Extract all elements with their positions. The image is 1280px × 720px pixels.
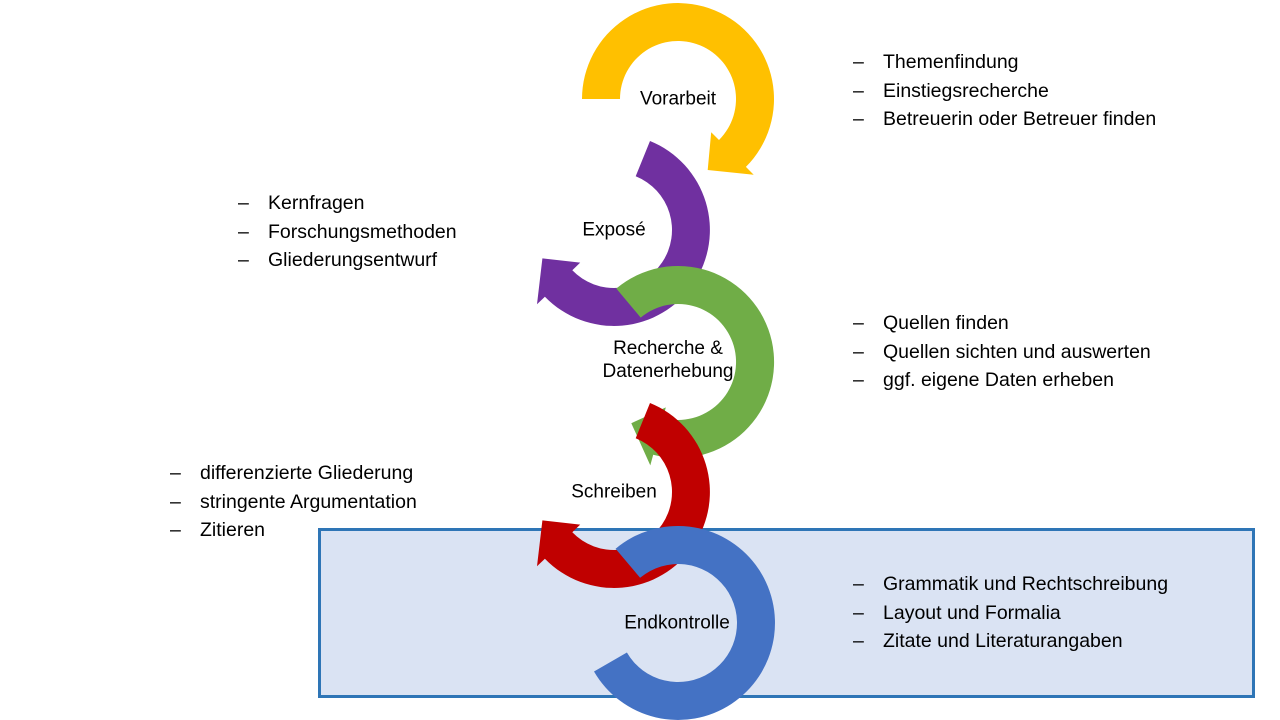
bullets-vorarbeit: Themenfindung Einstiegsrecherche Betreue… [853,48,1156,134]
bullets-expose: Kernfragen Forschungsmethoden Gliederung… [238,189,457,275]
list-item: Einstiegsrecherche [853,77,1156,106]
bullets-endkontrolle: Grammatik und Rechtschreibung Layout und… [853,570,1168,656]
step-label-endkontrolle: Endkontrolle [624,612,730,634]
list-item: Quellen sichten und auswerten [853,338,1151,367]
bullets-recherche: Quellen finden Quellen sichten und auswe… [853,309,1151,395]
list-item: stringente Argumentation [170,488,417,517]
ring-endkontrolle [594,525,775,720]
list-item: Zitate und Literaturangaben [853,627,1168,656]
list-item: Layout und Formalia [853,599,1168,628]
list-item: Kernfragen [238,189,457,218]
list-item: Zitieren [170,516,417,545]
step-label-recherche: Recherche & Datenerhebung [603,337,734,383]
step-label-schreiben: Schreiben [571,481,657,503]
step-label-recherche-line2: Datenerhebung [602,361,734,382]
arrow-vorarbeit [582,3,775,175]
list-item: Grammatik und Rechtschreibung [853,570,1168,599]
list-item: differenzierte Gliederung [170,459,417,488]
list-item: ggf. eigene Daten erheben [853,366,1151,395]
step-label-expose: Exposé [582,219,646,241]
bullets-schreiben: differenzierte Gliederung stringente Arg… [170,459,417,545]
list-item: Gliederungsentwurf [238,246,457,275]
list-item: Quellen finden [853,309,1151,338]
step-label-vorarbeit: Vorarbeit [639,88,717,110]
step-label-recherche-line1: Recherche & [613,338,723,359]
list-item: Forschungsmethoden [238,218,457,247]
list-item: Betreuerin oder Betreuer finden [853,105,1156,134]
list-item: Themenfindung [853,48,1156,77]
